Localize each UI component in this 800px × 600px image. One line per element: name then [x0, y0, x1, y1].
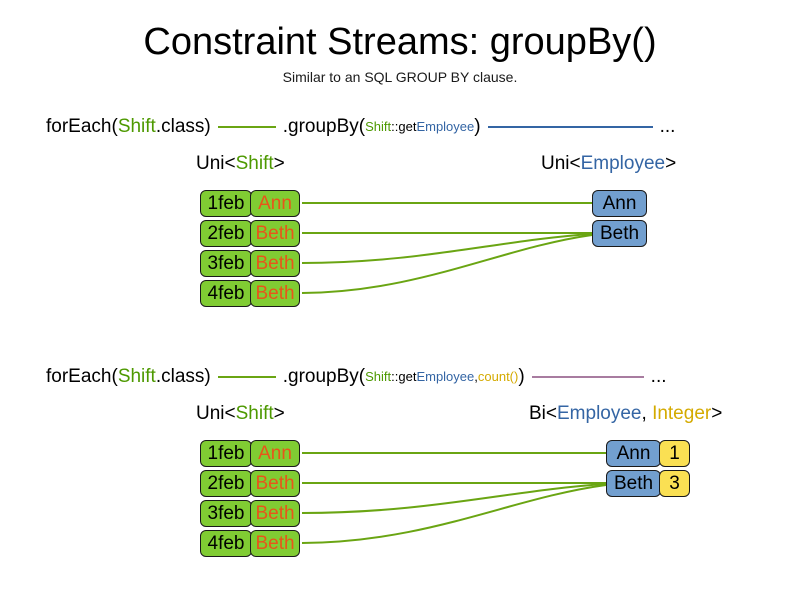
shift-employee-cell: Beth	[250, 470, 300, 497]
shift-tuple: 4feb Beth	[200, 280, 300, 307]
code-line-groupby-key-only: forEach(Shift.class) .groupBy(Shift::get…	[46, 114, 675, 140]
label-suffix: >	[711, 403, 723, 424]
connector-foreach-to-groupby	[217, 126, 276, 128]
code-groupby-arg-sep: ::get	[391, 369, 417, 384]
label-prefix: Uni<	[541, 153, 581, 174]
shift-employee-cell: Ann	[250, 190, 300, 217]
code-groupby-close: )	[474, 116, 481, 137]
employee-name-cell: Beth	[606, 470, 661, 497]
shift-employee-cell: Beth	[250, 220, 300, 247]
link-shift3-to-beth	[301, 233, 593, 264]
employee-count-tuple: Beth 3	[606, 470, 690, 497]
code-groupby-arg-type: Shift	[365, 369, 392, 384]
code-groupby-arg-sep: ::get	[391, 119, 417, 134]
label-uni-employee-1: Uni<Employee>	[541, 152, 676, 176]
label-type: Shift	[235, 153, 274, 174]
code-foreach-open: forEach(	[46, 366, 118, 387]
employee-name-cell: Beth	[592, 220, 647, 247]
code-foreach-open: forEach(	[46, 116, 118, 137]
connector-groupby-to-next	[487, 126, 653, 128]
employee-tuple: Ann	[592, 190, 647, 217]
code-foreach-close: .class)	[155, 366, 211, 387]
employee-count-tuple: Ann 1	[606, 440, 690, 467]
page-title: Constraint Streams: groupBy()	[143, 21, 657, 63]
code-foreach-close: .class)	[155, 116, 211, 137]
shift-employee-cell: Ann	[250, 440, 300, 467]
label-uni-shift-1: Uni<Shift>	[196, 152, 285, 176]
code-groupby-arg-collector: count()	[477, 369, 519, 384]
employee-name-cell: Ann	[592, 190, 647, 217]
shift-employee-cell: Beth	[250, 250, 300, 277]
shift-date-cell: 1feb	[200, 440, 252, 467]
shift-date-cell: 2feb	[200, 220, 252, 247]
shift-tuple: 2feb Beth	[200, 220, 300, 247]
shift-tuple: 3feb Beth	[200, 250, 300, 277]
code-line-groupby-key-and-count: forEach(Shift.class) .groupBy(Shift::get…	[46, 364, 667, 390]
shift-date-cell: 1feb	[200, 190, 252, 217]
connector-foreach-to-groupby	[217, 376, 276, 378]
code-groupby-open: .groupBy(	[282, 366, 366, 387]
link-shift3-to-beth-count	[301, 483, 607, 514]
code-groupby-arg-type: Shift	[365, 119, 392, 134]
shift-tuple: 4feb Beth	[200, 530, 300, 557]
shift-employee-cell: Beth	[250, 530, 300, 557]
shift-date-cell: 2feb	[200, 470, 252, 497]
shift-employee-cell: Beth	[250, 500, 300, 527]
label-type: Shift	[235, 403, 274, 424]
shift-employee-cell: Beth	[250, 280, 300, 307]
label-prefix: Uni<	[196, 403, 236, 424]
label-type: Employee	[557, 403, 642, 424]
label-suffix: >	[273, 153, 285, 174]
code-ellipsis: ...	[650, 366, 667, 387]
label-suffix: >	[273, 403, 285, 424]
shift-tuple: 2feb Beth	[200, 470, 300, 497]
page-subtitle: Similar to an SQL GROUP BY clause.	[282, 69, 518, 85]
employee-count-cell: 3	[659, 470, 690, 497]
code-groupby-arg-comma: ,	[474, 369, 478, 384]
employee-tuple: Beth	[592, 220, 647, 247]
label-bi-employee-integer: Bi<Employee, Integer>	[529, 402, 722, 426]
shift-date-cell: 4feb	[200, 530, 252, 557]
label-type: Employee	[580, 153, 666, 174]
shift-tuple: 1feb Ann	[200, 190, 300, 217]
shift-date-cell: 3feb	[200, 250, 252, 277]
label-uni-shift-2: Uni<Shift>	[196, 402, 285, 426]
label-suffix: >	[665, 153, 677, 174]
shift-date-cell: 3feb	[200, 500, 252, 527]
connector-groupby-to-next	[531, 376, 644, 378]
link-shift4-to-beth	[301, 234, 593, 294]
shift-tuple: 3feb Beth	[200, 500, 300, 527]
employee-count-cell: 1	[659, 440, 690, 467]
code-groupby-open: .groupBy(	[282, 116, 366, 137]
code-ellipsis: ...	[659, 116, 676, 137]
shift-tuple: 1feb Ann	[200, 440, 300, 467]
code-groupby-arg-prop: Employee	[416, 369, 475, 384]
code-groupby-close: )	[518, 366, 525, 387]
label-middle: ,	[641, 403, 653, 424]
code-foreach-type: Shift	[117, 116, 156, 137]
link-shift4-to-beth-count	[301, 484, 607, 544]
employee-name-cell: Ann	[606, 440, 661, 467]
label-type2: Integer	[652, 403, 712, 424]
label-prefix: Uni<	[196, 153, 236, 174]
shift-date-cell: 4feb	[200, 280, 252, 307]
label-prefix: Bi<	[529, 403, 557, 424]
code-foreach-type: Shift	[117, 366, 156, 387]
code-groupby-arg-prop: Employee	[416, 119, 475, 134]
